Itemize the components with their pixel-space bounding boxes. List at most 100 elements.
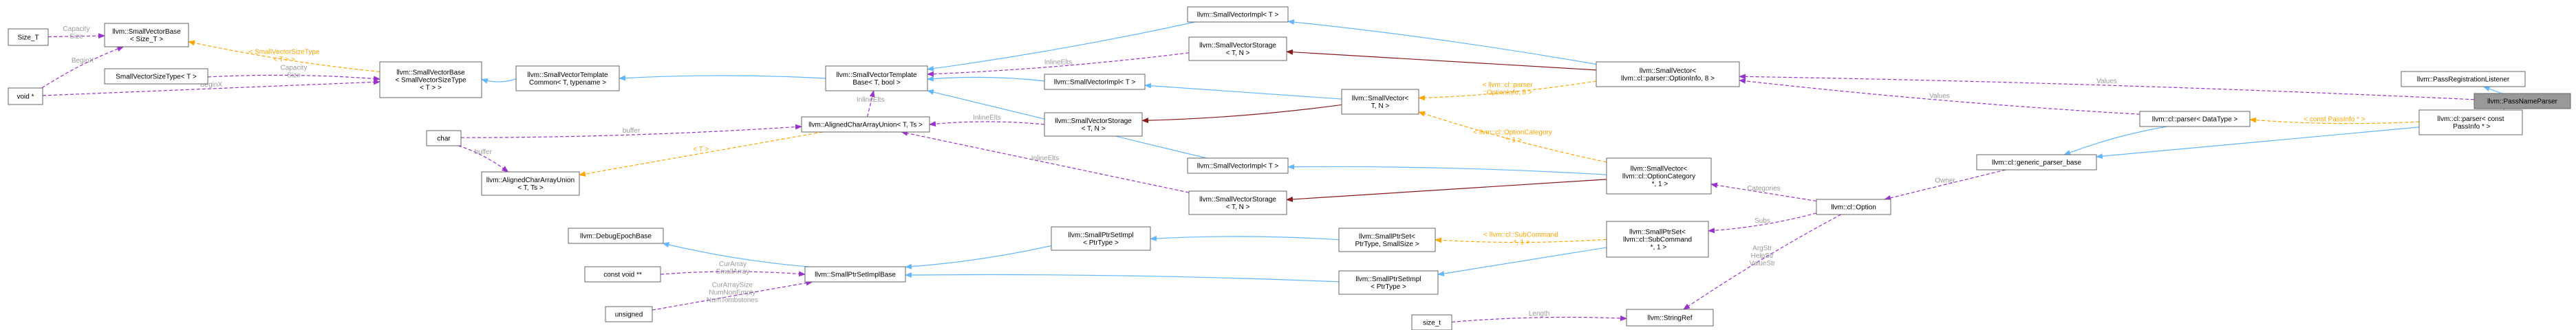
edge-pri-sv_optcat-to-sv_storage_3	[1286, 179, 1607, 202]
node-const-void[interactable]: const void **	[584, 266, 661, 283]
node-label: llvm::cl::parser< DataType >	[2152, 116, 2238, 124]
edge-inh-pass_name_parser-to-pass_reg_listener	[2482, 86, 2502, 94]
edge-use-aligned_union-to-svec_tpl_base	[867, 90, 875, 118]
node-char[interactable]: char	[426, 130, 462, 146]
node-sv-optcat[interactable]: llvm::SmallVector<llvm::cl::OptionCatego…	[1606, 157, 1712, 195]
node-label: llvm::AlignedCharArrayUnion< T, Ts >	[808, 122, 923, 129]
node-generic-parser-base[interactable]: llvm::cl::generic_parser_base	[1976, 154, 2097, 170]
node-sv-impl-top[interactable]: llvm::SmallVectorImpl< T >	[1187, 6, 1289, 23]
node-box	[8, 87, 43, 105]
edge-use-generic_parser_base-to-cl_option	[1884, 169, 2006, 201]
node-sv-storage-2[interactable]: llvm::SmallVectorStorage< T, N >	[1044, 112, 1143, 137]
node-sv-storage-3[interactable]: llvm::SmallVectorStorage< T, N >	[1188, 190, 1287, 215]
edge-use-sv_storage_2-to-aligned_union	[929, 121, 1045, 127]
node-box	[1976, 154, 2097, 170]
edge-use-cl_option-to-sv_optcat	[1710, 182, 1817, 202]
node-label: llvm::StringRef	[1647, 315, 1692, 322]
node-box	[1188, 190, 1287, 215]
node-box	[1606, 221, 1709, 258]
node-box	[104, 68, 208, 85]
node-string-ref[interactable]: llvm::StringRef	[1626, 309, 1714, 327]
node-sv-impl-2[interactable]: llvm::SmallVectorImpl< T >	[1044, 74, 1146, 90]
node-void-ptr[interactable]: void *	[8, 87, 43, 105]
node-label: llvm::PassRegistrationListener	[2417, 76, 2510, 84]
edges-layer	[41, 19, 2506, 323]
node-svec-base-svst[interactable]: llvm::SmallVectorBase< SmallVectorSizeTy…	[379, 61, 482, 98]
node-label: Size_T	[17, 34, 39, 42]
node-sv-impl-3[interactable]: llvm::SmallVectorImpl< T >	[1187, 157, 1289, 174]
edge-use-cl_option-to-string_ref	[1683, 214, 1842, 310]
node-label: llvm::SmallVectorBase< SmallVectorSizeTy…	[395, 69, 466, 92]
edge-use-pass_name_parser-to-sv_optioninfo	[1739, 74, 2475, 100]
edge-inh-sv_impl_2-to-svec_tpl_base	[927, 76, 1045, 82]
edge-label-passinfo_tpl: < const PassInfo * >	[2304, 116, 2365, 124]
node-label: llvm::SmallVectorBase< Size_T >	[112, 28, 181, 43]
edge-label-subs: Subs	[1754, 217, 1770, 225]
edge-use-size_t-to-string_ref	[1451, 315, 1627, 323]
node-sv-storage-1[interactable]: llvm::SmallVectorStorage< T, N >	[1188, 36, 1287, 61]
node-label: llvm::SmallPtrSetImplBase	[815, 272, 896, 279]
node-box	[1606, 157, 1712, 195]
node-svec-base-sizet[interactable]: llvm::SmallVectorBase< Size_T >	[104, 23, 189, 47]
node-label: llvm::cl::Option	[1831, 204, 1876, 212]
edge-tpl-svec_base_svst-to-svec_base_sizet	[188, 40, 380, 72]
node-box	[1411, 314, 1452, 330]
node-sps-impl-base[interactable]: llvm::SmallPtrSetImplBase	[804, 266, 906, 283]
node-sv-tn[interactable]: llvm::SmallVector<T, N >	[1341, 89, 1419, 115]
node-sv-optioninfo[interactable]: llvm::SmallVector<llvm::cl::parser::Opti…	[1596, 61, 1740, 87]
node-aligned-union[interactable]: llvm::AlignedCharArrayUnion< T, Ts >	[801, 116, 930, 133]
node-box	[804, 266, 906, 283]
node-box	[1044, 74, 1146, 90]
edge-label-values_2: Values	[2096, 78, 2117, 85]
node-label: llvm::SmallVectorImpl< T >	[1054, 79, 1136, 87]
node-sps-subcmd[interactable]: llvm::SmallPtrSet<llvm::cl::SubCommand *…	[1606, 221, 1709, 258]
node-label: llvm::SmallPtrSet<llvm::cl::SubCommand *…	[1623, 229, 1692, 252]
edge-inh-sps_subcmd-to-sps_impl_ptr2	[1437, 247, 1607, 276]
node-aligned-ts[interactable]: llvm::AlignedCharArrayUnion< T, Ts >	[481, 171, 580, 196]
node-sps-ptr-size[interactable]: llvm::SmallPtrSet<PtrType, SmallSize >	[1338, 228, 1436, 252]
node-label: const void **	[603, 272, 642, 279]
node-label: llvm::SmallPtrSet<PtrType, SmallSize >	[1355, 233, 1419, 248]
node-box	[481, 171, 580, 196]
node-pass-name-parser[interactable]: llvm::PassNameParser	[2473, 93, 2571, 109]
edge-inh-sv_impl_top-to-svec_tpl_base	[927, 21, 1196, 72]
edge-label-inline_elts_2: InlineElts	[973, 114, 1001, 122]
node-unsigned[interactable]: unsigned	[605, 306, 653, 322]
node-cl-option[interactable]: llvm::cl::Option	[1816, 199, 1891, 215]
node-box	[584, 266, 661, 283]
node-sps-impl-ptr2[interactable]: llvm::SmallPtrSetImpl< PtrType >	[1338, 270, 1439, 295]
node-box	[104, 23, 189, 47]
node-svec-size-type[interactable]: SmallVectorSizeType< T >	[104, 68, 208, 85]
edge-label-inline_elts_1: InlineElts	[1044, 58, 1073, 66]
node-size-t-cap[interactable]: Size_T	[8, 28, 49, 46]
edge-use-sv_storage_3-to-aligned_union	[901, 130, 1190, 193]
node-sps-impl-ptr[interactable]: llvm::SmallPtrSetImpl< PtrType >	[1051, 226, 1151, 251]
edge-inh-svec_tpl_base-to-svec_tpl_common	[619, 75, 826, 81]
edge-pri-sv_tn-to-sv_storage_2	[1141, 104, 1342, 124]
node-cl-parser-passinfo[interactable]: llvm::cl::parser< const PassInfo * >	[2418, 109, 2523, 135]
node-label: llvm::SmallVectorImpl< T >	[1197, 12, 1279, 19]
edge-use-cl_parser_dt-to-sv_optioninfo	[1739, 78, 2140, 115]
edge-use-sv_storage_1-to-svec_tpl_base	[927, 52, 1190, 77]
edge-tpl-sv_optcat-to-sv_tn	[1418, 111, 1607, 163]
node-pass-reg-listener[interactable]: llvm::PassRegistrationListener	[2401, 71, 2526, 87]
node-label: llvm::cl::generic_parser_base	[1992, 160, 2081, 167]
node-box	[1338, 270, 1439, 295]
node-box	[568, 228, 664, 244]
node-size-t[interactable]: size_t	[1411, 314, 1452, 330]
edge-use-void_ptr-to-svec_base_svst	[42, 79, 380, 96]
edge-tpl-cl_parser_passinfo-to-cl_parser_dt	[2249, 117, 2420, 124]
node-box	[1044, 112, 1143, 137]
node-label: llvm::SmallVector<llvm::cl::parser::Opti…	[1621, 67, 1715, 82]
node-cl-parser-dt[interactable]: llvm::cl::parser< DataType >	[2139, 111, 2251, 127]
node-box	[1187, 6, 1289, 23]
node-debug-epoch[interactable]: llvm::DebugEpochBase	[568, 228, 664, 244]
